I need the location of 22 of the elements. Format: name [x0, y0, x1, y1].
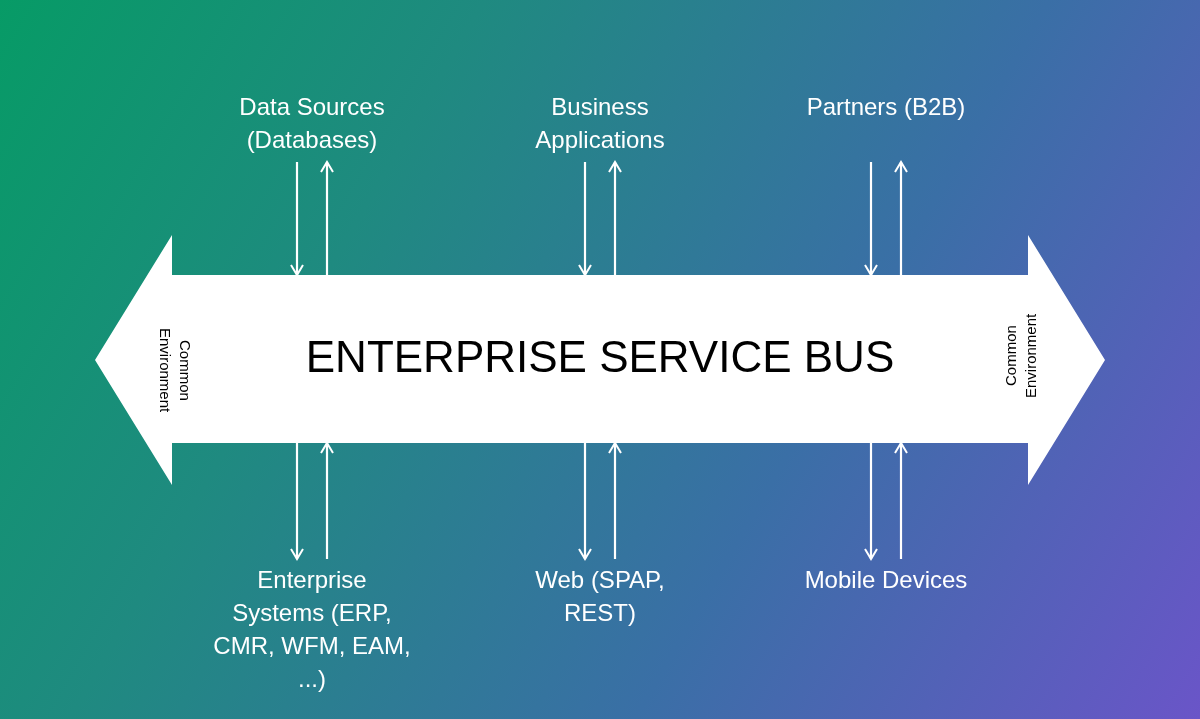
system-label: Enterprise Systems (ERP, CMR, WFM, EAM, ...) — [212, 563, 412, 695]
side-label: Common Environment — [156, 326, 195, 415]
arrow — [578, 162, 592, 276]
system-label: Business Applications — [500, 90, 700, 156]
arrow — [894, 161, 908, 275]
double-arrow-bus — [95, 235, 1105, 485]
arrow — [864, 443, 878, 560]
bus-title: ENTERPRISE SERVICE BUS — [304, 335, 896, 379]
arrow — [894, 442, 908, 559]
arrow — [320, 161, 334, 275]
system-label: Data Sources (Databases) — [212, 90, 412, 156]
arrow — [608, 161, 622, 275]
arrow — [290, 443, 304, 560]
system-label: Partners (B2B) — [786, 90, 986, 123]
system-label: Web (SPAP, REST) — [500, 563, 700, 629]
arrow — [864, 162, 878, 276]
system-label: Mobile Devices — [786, 563, 986, 596]
arrow — [578, 443, 592, 560]
side-label: Common Environment — [1001, 312, 1040, 401]
arrow — [320, 442, 334, 559]
arrow — [608, 442, 622, 559]
arrow — [290, 162, 304, 276]
